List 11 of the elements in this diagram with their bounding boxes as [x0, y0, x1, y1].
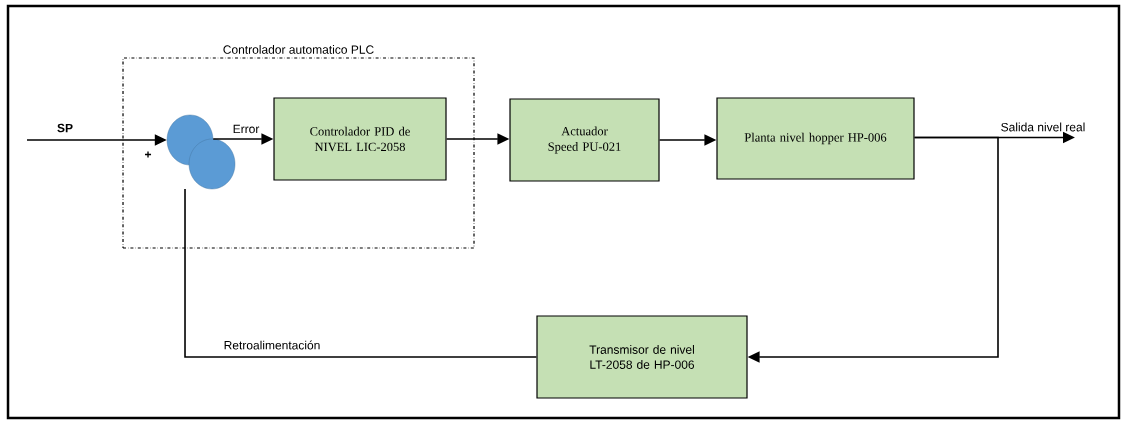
edge-label: SP — [57, 123, 73, 133]
process-box: Planta nivel hopper HP-006 — [716, 97, 915, 180]
edge-label: Salida nivel real — [1001, 122, 1085, 132]
sign-label: + — [145, 151, 152, 158]
edge-label: Error — [233, 124, 260, 134]
summing-junction-circle — [188, 138, 236, 190]
node-label: Controlador automatico PLC — [223, 45, 374, 54]
process-box: Transmisor de nivel LT-2058 de HP-006 — [536, 315, 748, 399]
edge-label: Retroalimentación — [224, 340, 320, 350]
process-box: Actuador Speed PU-021 — [509, 98, 660, 182]
process-box: Controlador PID de NIVEL LIC-2058 — [273, 97, 447, 181]
